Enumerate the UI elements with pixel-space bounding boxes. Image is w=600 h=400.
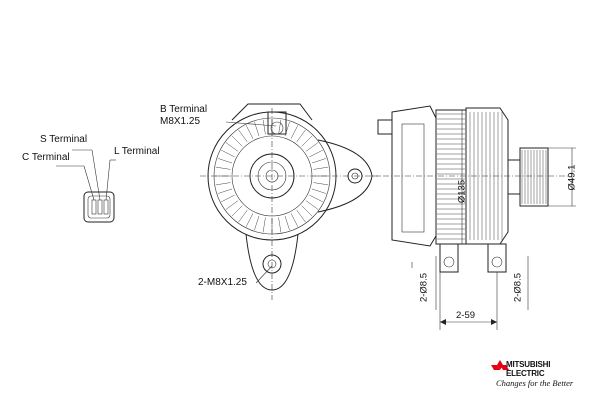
b-terminal-thread-label: M8X1.25 bbox=[160, 116, 201, 127]
brand-block: MITSUBISHI ELECTRIC Changes for the Bett… bbox=[486, 360, 596, 388]
housing-diameter-dim: Ø135 bbox=[456, 179, 468, 204]
side-view bbox=[372, 105, 576, 330]
b-terminal-label: B Terminal bbox=[160, 104, 208, 115]
left-hole-dim: 2-Ø8.5 bbox=[418, 272, 430, 303]
l-terminal-label: L Terminal bbox=[114, 146, 160, 157]
rear-view bbox=[200, 103, 380, 300]
mitsubishi-logo bbox=[491, 360, 509, 370]
brand-name-line2: ELECTRIC bbox=[506, 369, 545, 378]
brand-tagline: Changes for the Better bbox=[496, 378, 574, 388]
c-terminal-label: C Terminal bbox=[22, 152, 70, 163]
pulley-diameter-dim: Ø49.1 bbox=[566, 164, 578, 191]
mount-thread-label: 2-M8X1.25 bbox=[198, 277, 247, 288]
s-terminal-label: S Terminal bbox=[40, 134, 88, 145]
brand-name-line1: MITSUBISHI bbox=[506, 360, 551, 369]
right-hole-dim: 2-Ø8.5 bbox=[512, 272, 524, 303]
mount-span-dim: 2-59 bbox=[456, 310, 476, 321]
connector-plug bbox=[56, 149, 116, 223]
